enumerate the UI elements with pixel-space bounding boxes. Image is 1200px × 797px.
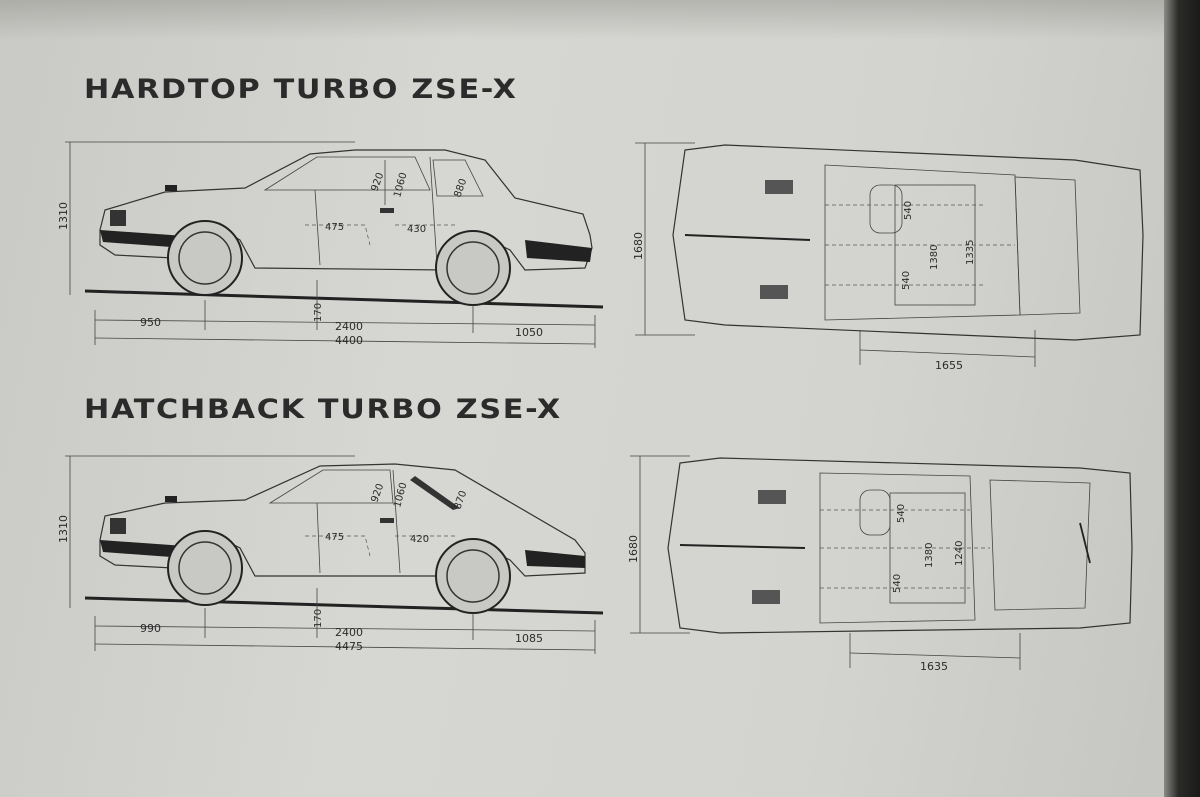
hardtop-legroom-rear: 430 xyxy=(407,224,426,235)
hardtop-headroom-mid: 1060 xyxy=(392,171,409,198)
hatchback-top-view: 1680 540 540 1380 1240 1635 xyxy=(627,455,1133,673)
hatchback-side-view: 1310 920 1060 870 475 420 170 990 2400 1… xyxy=(57,455,604,654)
hardtop-seat-width-rear: 540 xyxy=(901,271,912,290)
hatchback-interior-length: 1635 xyxy=(920,660,948,673)
hardtop-overhang-front: 950 xyxy=(140,316,161,329)
hatchback-headroom-mid: 1060 xyxy=(392,481,409,508)
hatchback-overhang-front: 990 xyxy=(140,622,161,635)
hardtop-ground-clearance: 170 xyxy=(313,303,324,322)
hatchback-shoulder-rear: 1240 xyxy=(954,541,965,566)
hardtop-height: 1310 xyxy=(57,202,70,230)
hatchback-legroom-front: 475 xyxy=(325,532,344,543)
hatchback-ground-clearance: 170 xyxy=(313,609,324,628)
hardtop-side-view: 1310 920 1060 880 475 430 170 950 2400 1… xyxy=(57,141,604,348)
hatchback-seat-width-front: 540 xyxy=(896,504,907,523)
hatchback-height: 1310 xyxy=(57,515,70,543)
hardtop-width: 1680 xyxy=(632,232,645,260)
hatchback-overall-length: 4475 xyxy=(335,640,363,653)
hatchback-shoulder-front: 1380 xyxy=(924,543,935,568)
hardtop-title: HARDTOP TURBO ZSE-X xyxy=(84,74,518,105)
hatchback-legroom-rear: 420 xyxy=(410,534,429,545)
page-shadow xyxy=(0,0,1200,40)
hardtop-overhang-rear: 1050 xyxy=(515,326,543,339)
hardtop-shoulder-front: 1380 xyxy=(929,245,940,270)
hardtop-interior-length: 1655 xyxy=(935,359,963,372)
hatchback-headroom-front: 920 xyxy=(369,482,386,504)
hatchback-wheelbase: 2400 xyxy=(335,626,363,639)
hatchback-overhang-rear: 1085 xyxy=(515,632,543,645)
hatchback-headroom-rear: 870 xyxy=(452,489,469,511)
hardtop-overall-length: 4400 xyxy=(335,334,363,347)
hatchback-width: 1680 xyxy=(627,535,640,563)
hatchback-title: HATCHBACK TURBO ZSE-X xyxy=(84,394,562,425)
hardtop-legroom-front: 475 xyxy=(325,222,344,233)
hardtop-shoulder-rear: 1335 xyxy=(965,240,976,265)
hardtop-wheelbase: 2400 xyxy=(335,320,363,333)
hardtop-seat-width-front: 540 xyxy=(903,201,914,220)
hatchback-seat-width-rear: 540 xyxy=(892,574,903,593)
hardtop-top-view: 1680 540 540 1380 1335 1655 xyxy=(632,142,1144,372)
page-edge xyxy=(1164,0,1200,797)
